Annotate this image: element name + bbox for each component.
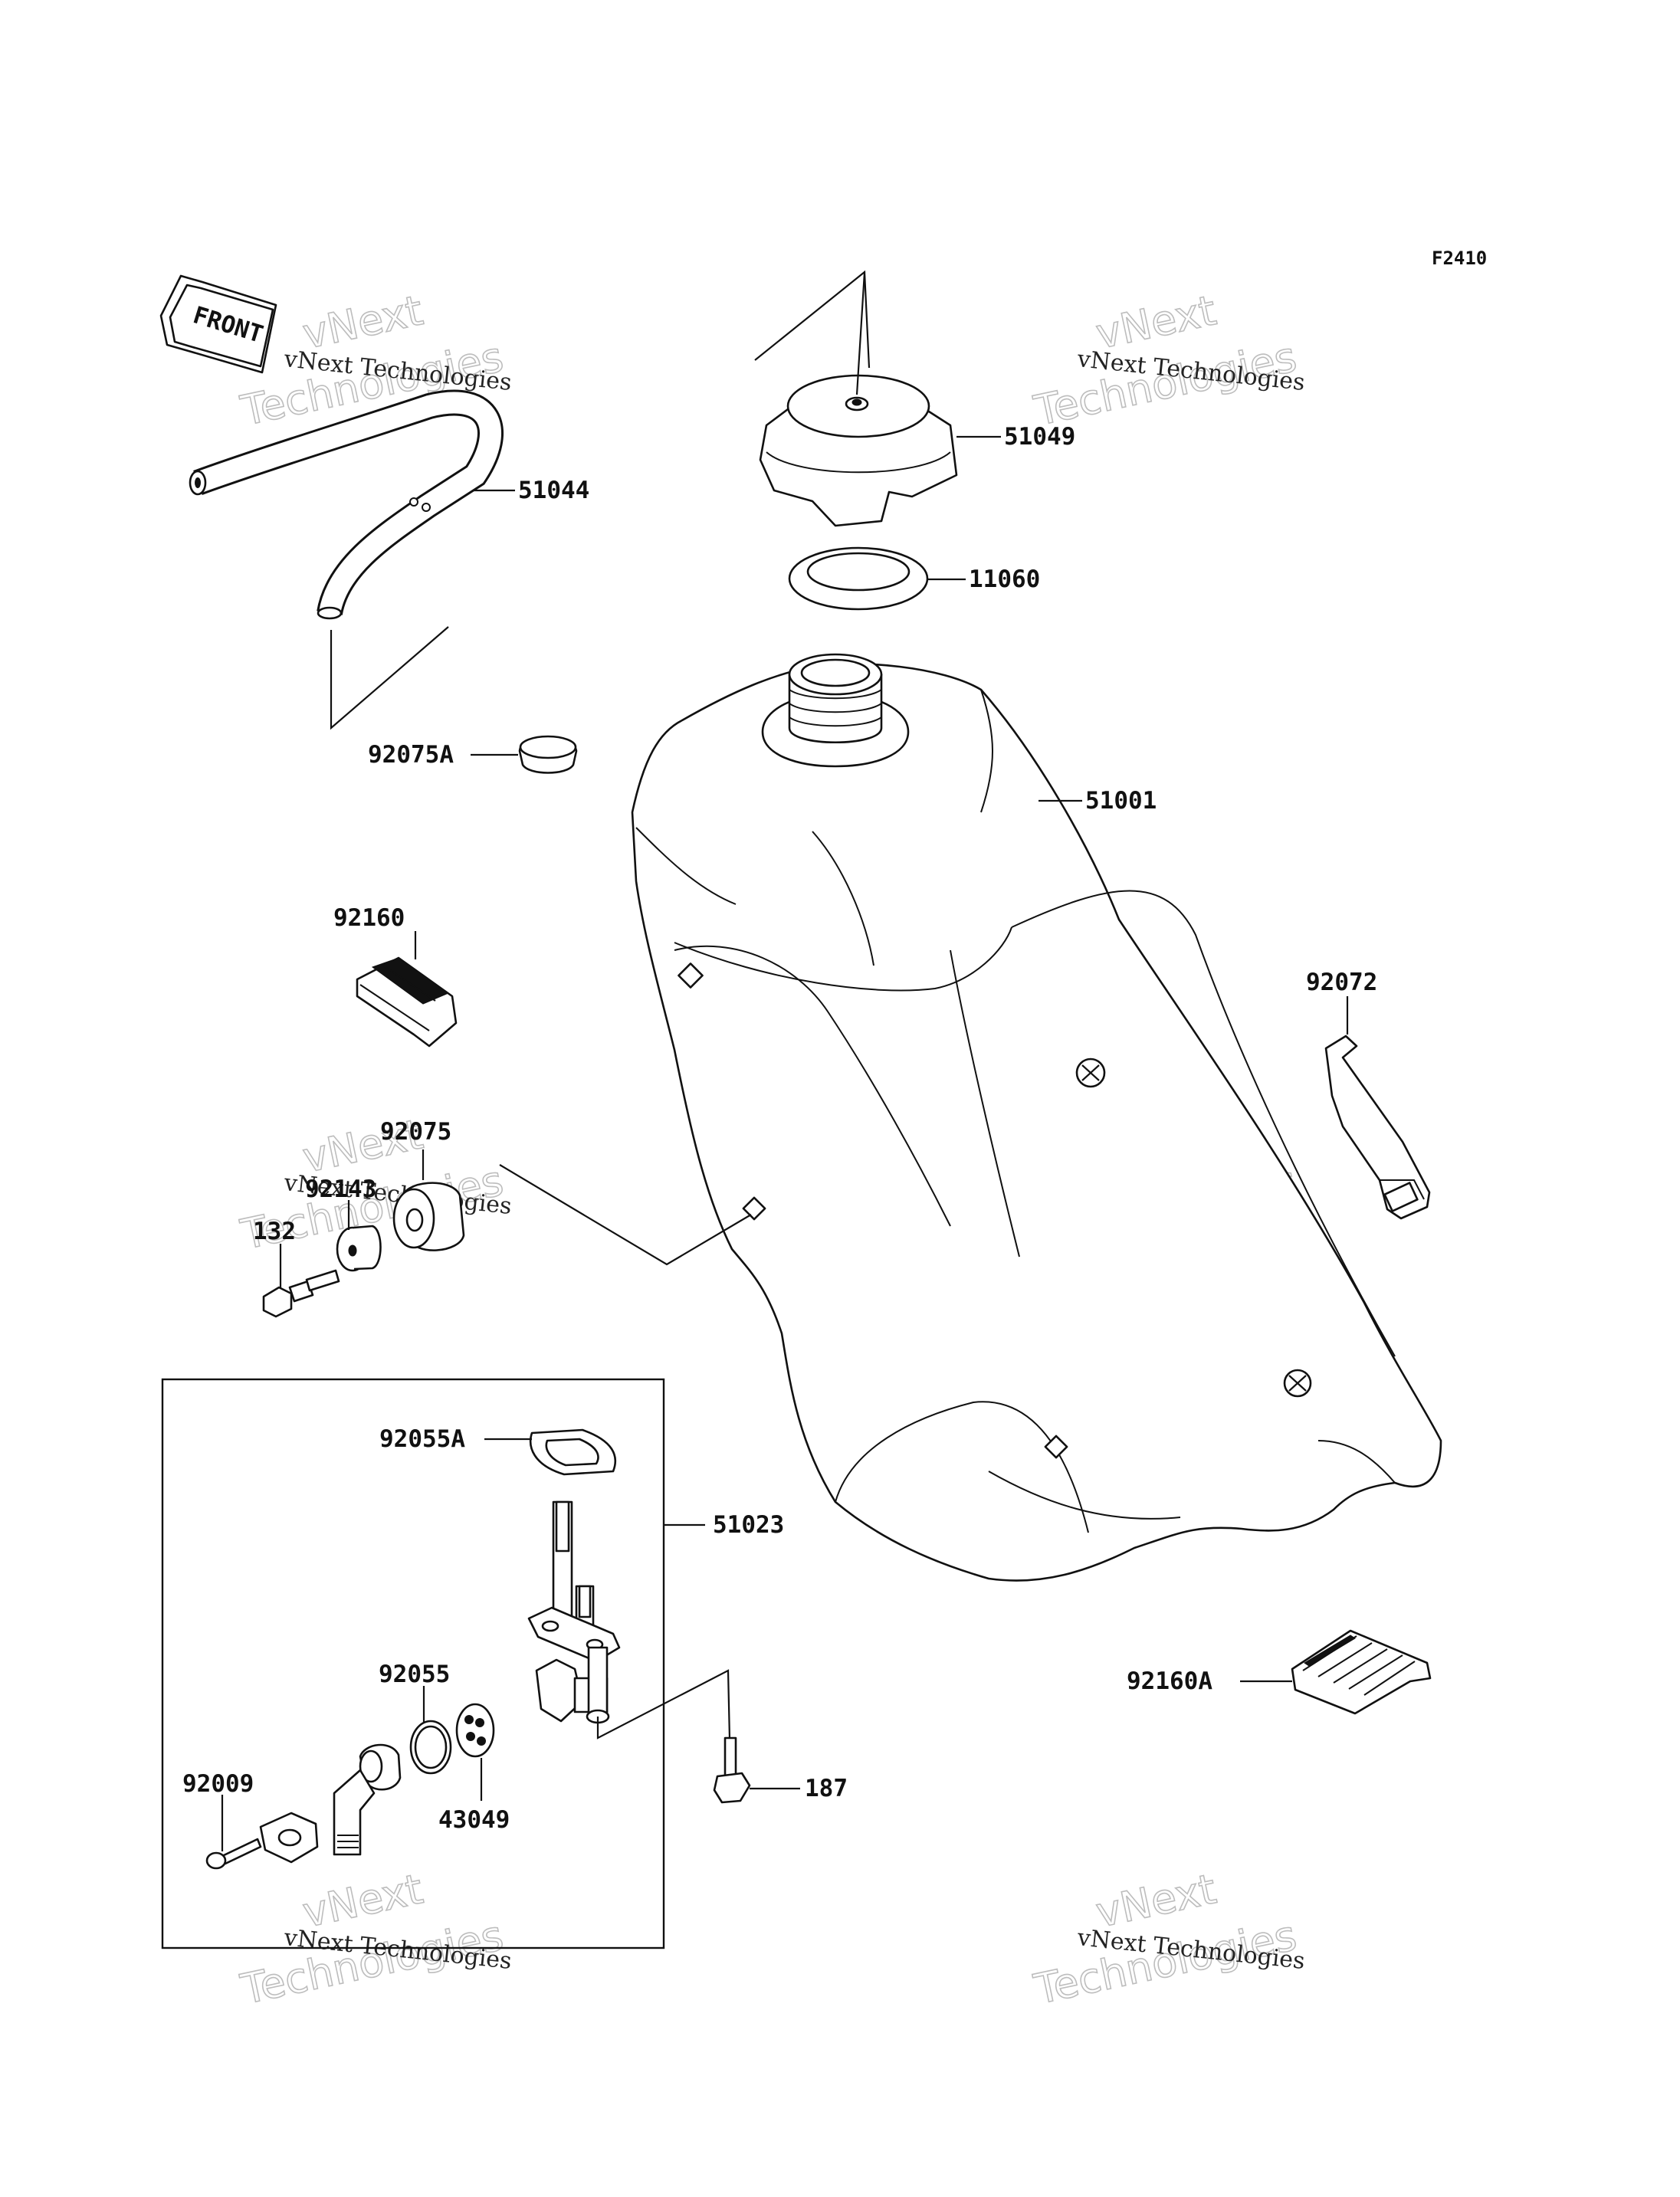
o-ring-inner [414,1725,448,1769]
label-collar: 92143 [305,1176,376,1203]
watermark-bottom-left: vNext Technologies vNext Technologies [236,1864,513,2014]
tank-strap [1324,1035,1431,1220]
tank-pad-lower [1291,1629,1432,1715]
label-pad-lower: 92160A [1127,1667,1212,1695]
label-cap-plug: 92075A [368,741,454,769]
watermark-bottom-right: vNext Technologies vNext Technologies [1029,1864,1306,2014]
label-filter: 43049 [438,1806,510,1834]
cap-gasket [788,546,929,611]
tank-boss-2 [1075,1058,1106,1088]
watermark-top-right: vNext Technologies vNext Technologies [1029,285,1306,435]
bolt-187 [713,1736,751,1804]
label-gasket: 11060 [969,566,1040,593]
fuel-tank-cap [759,271,958,527]
tank-boss-4 [1283,1369,1312,1398]
cap-vent-indicator [754,270,871,369]
tank-boss-5 [1044,1435,1068,1459]
collar [336,1225,382,1272]
fuel-cock [527,1500,621,1724]
label-bolt-187: 187 [805,1775,848,1802]
svg-text:vNext: vNext [1092,1864,1220,1936]
fuel-cock-lever [333,1743,402,1856]
front-arrow-icon: FRONT [159,274,277,374]
screw-92009 [205,1838,262,1870]
label-tank: 51001 [1085,787,1157,815]
tank-pad-upper [356,956,458,1048]
tank-boss-1 [678,962,704,989]
damper-mount-line [499,1164,752,1266]
tank-boss-3 [742,1196,766,1221]
filter-disc [455,1703,495,1758]
svg-text:vNext: vNext [1092,286,1220,358]
lever-plate [259,1812,319,1864]
label-pad-upper: 92160 [333,904,405,932]
svg-text:vNext: vNext [299,286,427,358]
label-hose: 51044 [518,477,589,504]
label-strap: 92072 [1306,969,1377,996]
label-damper: 92075 [380,1118,451,1146]
label-fuel-cock: 51023 [713,1511,784,1539]
label-fuel-cock-gasket: 92055A [379,1425,465,1453]
label-screw: 92009 [182,1770,254,1798]
bolt-132 [262,1269,340,1318]
fuel-cock-gasket [529,1428,617,1476]
hose-routing-line [330,626,449,730]
fuel-cock-assembly-frame [161,1378,665,1949]
cap-plug [518,735,578,774]
rubber-damper [392,1182,465,1251]
fuel-tank [631,653,1442,1582]
fuel-cock-mount-line [596,1669,731,1740]
diagram-code: F2410 [1432,248,1487,269]
label-o-ring: 92055 [379,1661,450,1688]
label-bolt-132: 132 [253,1218,296,1245]
label-cap: 51049 [1004,423,1075,451]
svg-text:vNext: vNext [299,1864,427,1936]
vent-hose [189,389,504,620]
